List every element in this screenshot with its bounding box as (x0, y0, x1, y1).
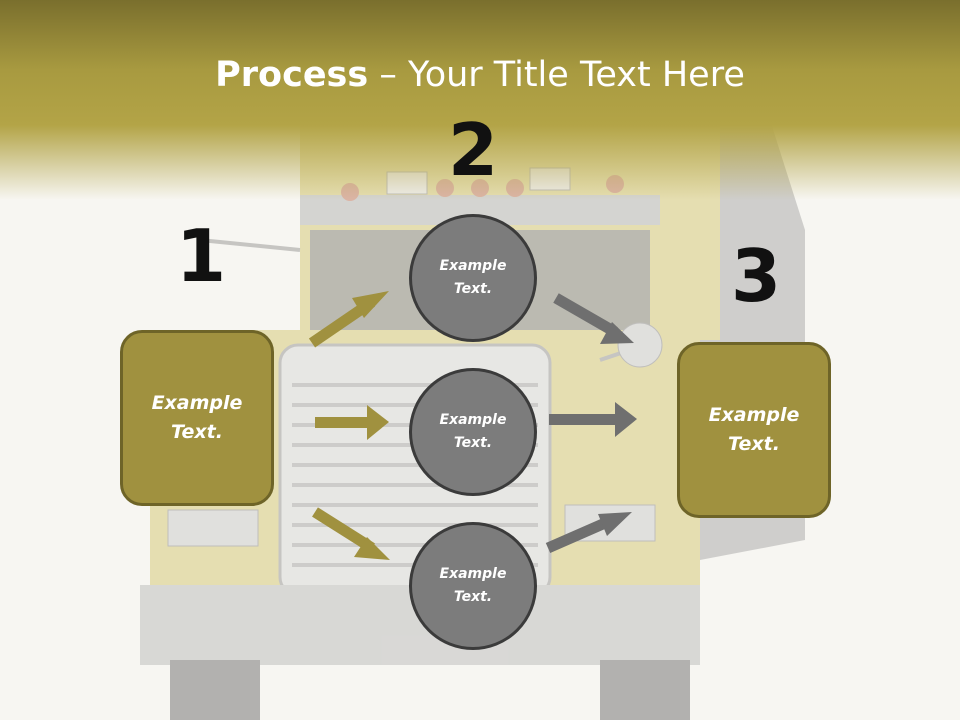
circle-top-text: Example Text. (439, 258, 507, 297)
step-number-1: 1 (176, 214, 227, 298)
circle-bottom[interactable]: Example Text. (409, 522, 537, 650)
right-text-box[interactable]: Example Text. (677, 342, 831, 518)
circle-top[interactable]: Example Text. (409, 214, 537, 342)
step-number-3: 3 (731, 234, 782, 318)
title-rest: – Your Title Text Here (368, 55, 745, 95)
arrow-down-right-gold (312, 507, 390, 560)
left-box-text: Example Text. (151, 392, 243, 443)
arrow-right-gray (549, 402, 637, 437)
slide-title: Process – Your Title Text Here (0, 52, 960, 98)
circle-middle-text: Example Text. (439, 412, 507, 451)
right-box-text: Example Text. (708, 404, 800, 455)
header-band (0, 0, 960, 200)
left-text-box[interactable]: Example Text. (120, 330, 274, 506)
arrow-down-right-gray (553, 293, 634, 344)
arrow-up-right-gray (545, 512, 632, 554)
title-bold: Process (215, 55, 369, 95)
arrow-right-gold (315, 405, 389, 440)
circle-bottom-text: Example Text. (439, 566, 507, 605)
circle-middle[interactable]: Example Text. (409, 368, 537, 496)
step-number-2: 2 (448, 108, 499, 192)
arrow-up-right-gold (308, 291, 389, 348)
